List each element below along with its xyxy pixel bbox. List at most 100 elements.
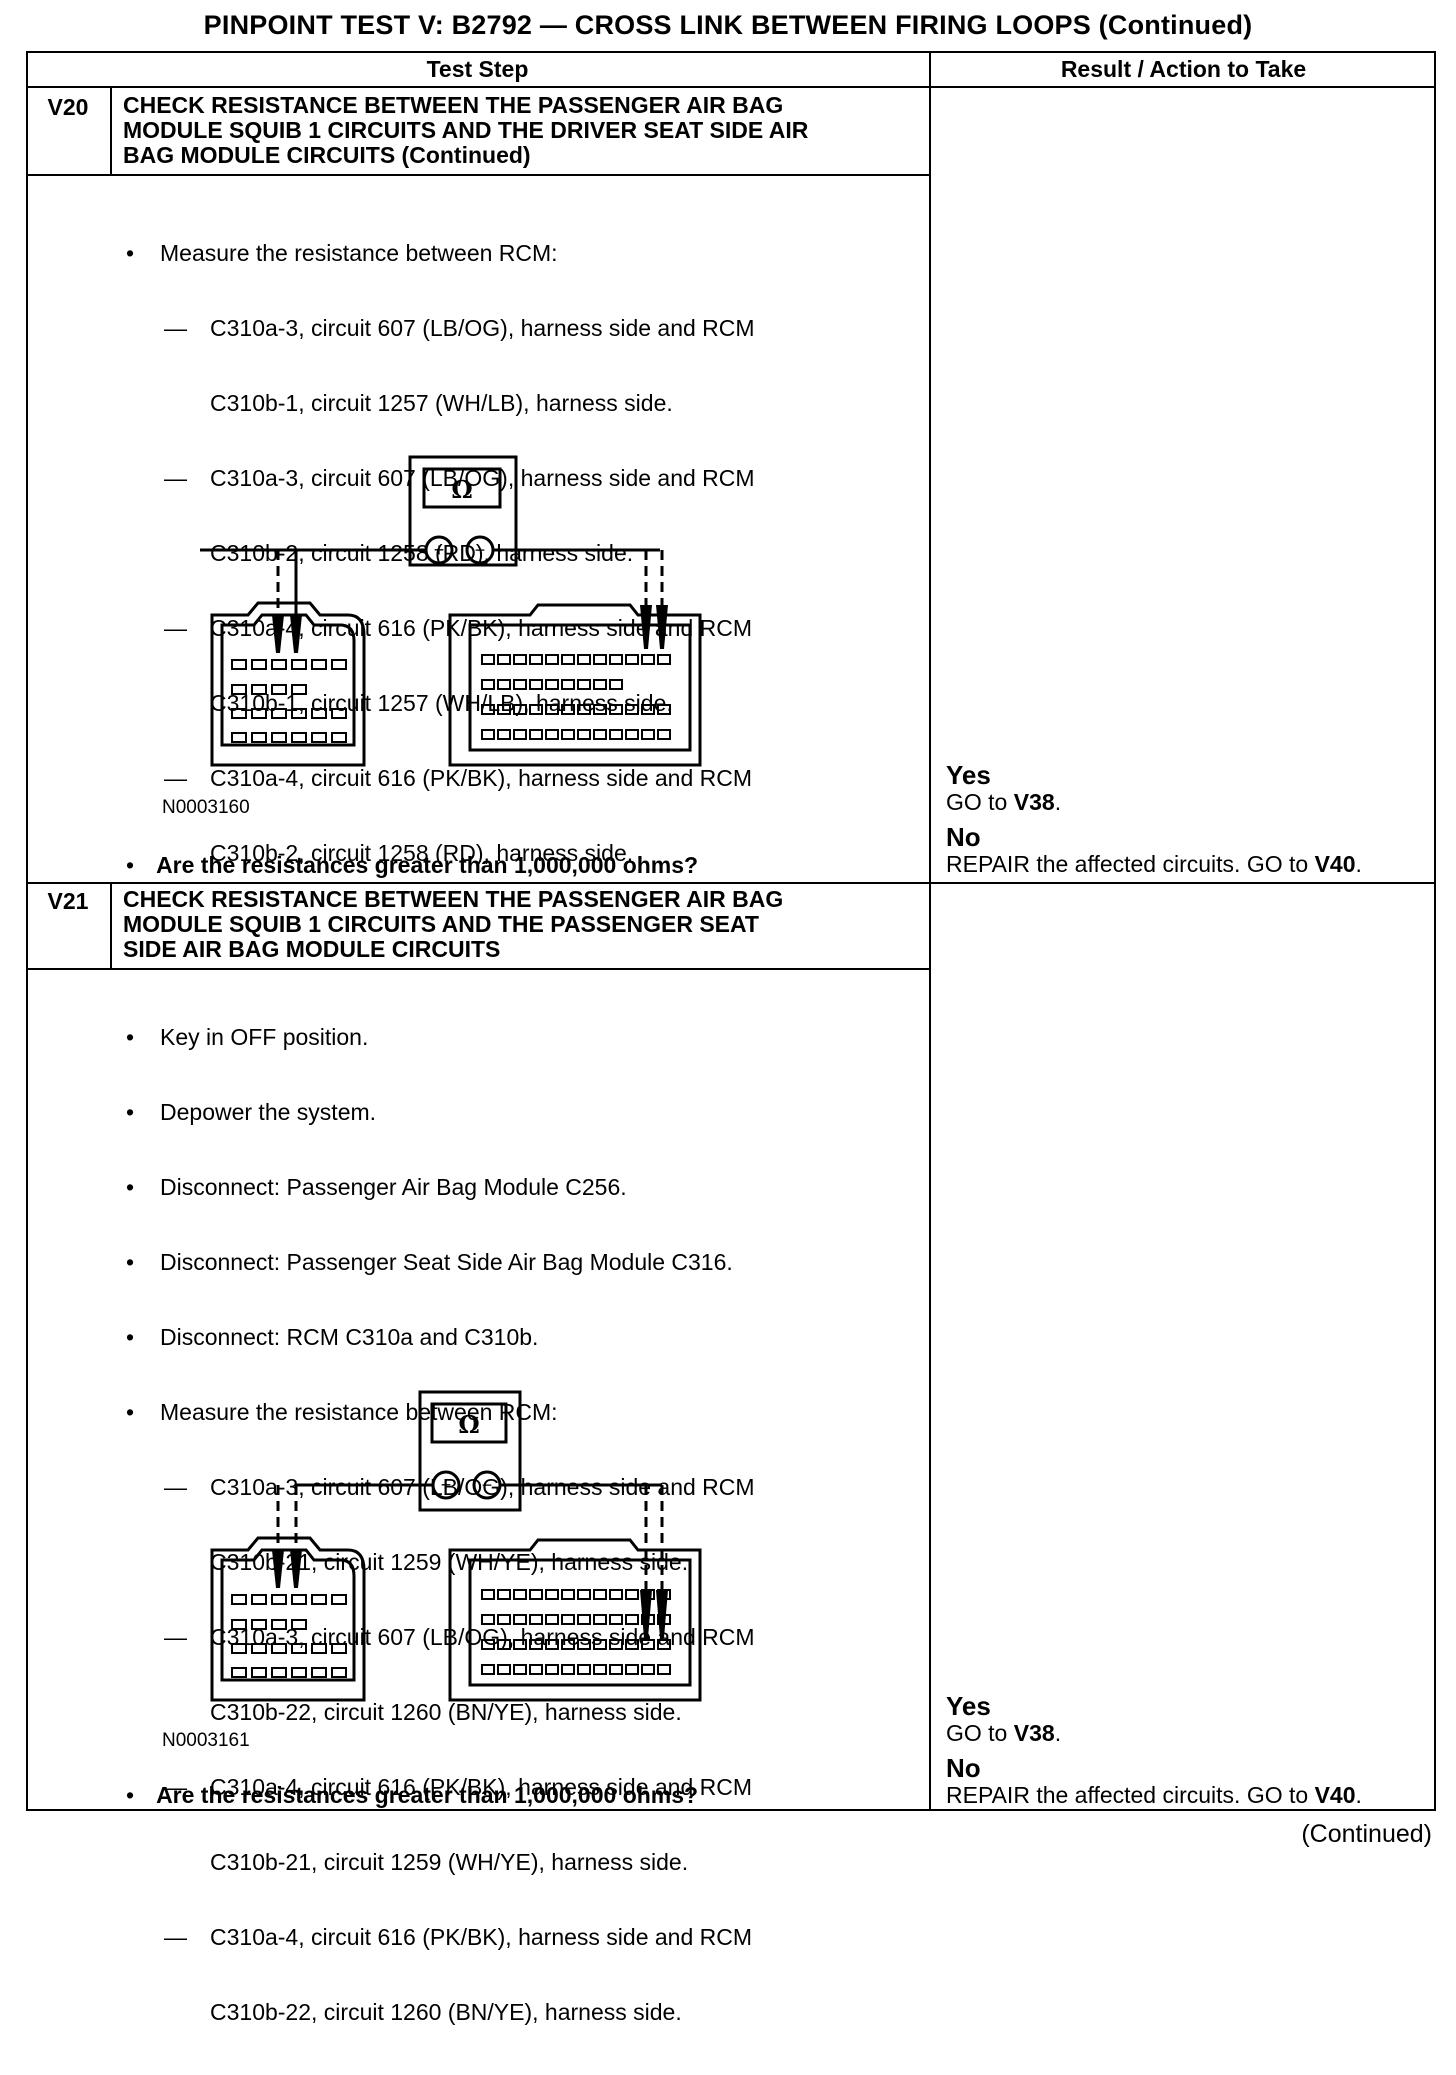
- ohm-symbol: Ω: [451, 475, 472, 504]
- minus-sign: −: [475, 540, 486, 560]
- measurement-item: C310b-21, circuit 1259 (WH/YE), harness …: [126, 1850, 755, 1875]
- no-action: REPAIR the affected circuits. GO to V40.: [946, 851, 1362, 877]
- measurement-line: C310a-4, circuit 616 (PK/BK), harness si…: [210, 1924, 753, 1950]
- dash: —: [164, 1774, 187, 1800]
- question-text: Are the resistances greater than 1,000,0…: [156, 1782, 699, 1808]
- no-action-link[interactable]: V40: [1314, 1782, 1356, 1808]
- no-action-text: REPAIR the affected circuits. GO to: [946, 1782, 1315, 1808]
- header-result: Result / Action to Take: [1060, 56, 1307, 82]
- yes-label: Yes: [946, 760, 991, 790]
- dash: —: [164, 1474, 187, 1500]
- connector-c310b-icon: [481, 1589, 671, 1675]
- step-id-divider: [110, 86, 112, 174]
- connector-c310a-icon: [231, 659, 347, 743]
- header-test-step: Test Step: [426, 56, 529, 82]
- step-heading-line: MODULE SQUIB 1 CIRCUITS AND THE PASSENGE…: [123, 911, 759, 937]
- bullet: •: [126, 1174, 135, 1200]
- step-heading-line: BAG MODULE CIRCUITS (Continued): [123, 142, 531, 168]
- row-divider: [26, 882, 1436, 884]
- measurement-line: C310b-22, circuit 1260 (BN/YE), harness …: [210, 1999, 682, 2025]
- measurement-item: — C310a-3, circuit 607 (LB/OG), harness s…: [126, 1625, 755, 1650]
- bullet: •: [126, 852, 135, 878]
- no-action-suffix: .: [1355, 851, 1362, 877]
- yes-action-suffix: .: [1054, 789, 1062, 815]
- ohmmeter-connector-diagram: Ω + −: [210, 1390, 702, 1702]
- step-question: • Are the resistances greater than 1,000,…: [126, 852, 698, 879]
- list-item: • Disconnect: RCM C310a and C310b.: [126, 1325, 755, 1350]
- dash: —: [164, 1924, 187, 1950]
- no-label: No: [946, 822, 981, 852]
- measurement-line: C310a-4, circuit 616 (PK/BK), harness si…: [210, 1774, 753, 1800]
- step-result: Yes GO to V38. No REPAIR the affected ci…: [946, 1692, 1362, 1808]
- ohmmeter-connector-diagram: Ω + −: [200, 455, 702, 767]
- probe-icon: [272, 1550, 668, 1638]
- bullet: •: [126, 240, 135, 266]
- bullet: •: [126, 1099, 135, 1125]
- ohm-symbol: Ω: [458, 1410, 479, 1439]
- step-id: V20: [47, 94, 89, 120]
- measurement-line: C310a-4, circuit 616 (PK/BK), harness si…: [210, 615, 753, 641]
- dash: —: [164, 615, 187, 641]
- bullet: •: [126, 1399, 135, 1425]
- continued-footer: (Continued): [1301, 1820, 1432, 1848]
- bullet-text: Disconnect: RCM C310a and C310b.: [160, 1324, 539, 1350]
- step-heading-divider: [26, 174, 929, 176]
- probe-icon: [272, 605, 668, 653]
- step-heading: CHECK RESISTANCE BETWEEN THE PASSENGER A…: [123, 887, 943, 962]
- figure-id: N0003161: [162, 1730, 250, 1751]
- measurement-line: C310a-4, circuit 616 (PK/BK), harness si…: [210, 765, 753, 791]
- yes-action-text: GO to: [946, 789, 1014, 815]
- no-action-text: REPAIR the affected circuits. GO to: [946, 851, 1315, 877]
- dash: —: [164, 765, 187, 791]
- measurement-item: C310b-21, circuit 1259 (WH/YE), harness …: [126, 1550, 755, 1575]
- yes-action: GO to V38.: [946, 789, 1362, 815]
- dash: —: [164, 465, 187, 491]
- list-item: •Key in OFF position.: [126, 1025, 755, 1050]
- question-text: Are the resistances greater than 1,000,0…: [156, 852, 699, 878]
- no-action-link[interactable]: V40: [1314, 851, 1356, 877]
- column-divider: [929, 51, 931, 1811]
- yes-action-link[interactable]: V38: [1013, 1720, 1055, 1746]
- measurement-line: C310b-21, circuit 1259 (WH/YE), harness …: [210, 1549, 689, 1575]
- measurement-item: C310b-22, circuit 1260 (BN/YE), harness …: [126, 1700, 755, 1725]
- step-instructions: • Measure the resistance between RCM: — C3…: [126, 191, 755, 916]
- measurement-item: C310b-22, circuit 1260 (BN/YE), harness …: [126, 2000, 755, 2025]
- plus-sign: +: [441, 1475, 452, 1495]
- step-heading: CHECK RESISTANCE BETWEEN THE PASSENGER A…: [123, 93, 943, 168]
- measurement-item: — C310a-4, circuit 616 (PK/BK), harness s…: [126, 1925, 755, 1950]
- list-item: •Depower the system.: [126, 1100, 755, 1125]
- measurement-line: C310b-22, circuit 1260 (BN/YE), harness …: [210, 1699, 682, 1725]
- bullet-text: Disconnect: Passenger Seat Side Air Bag …: [160, 1249, 733, 1275]
- header-divider: [26, 86, 1436, 88]
- bullet: •: [126, 1324, 135, 1350]
- pinpoint-test-table: [26, 51, 1436, 1811]
- measurement-item: — C310a-4, circuit 616 (PK/BK), harness s…: [126, 1775, 755, 1800]
- plus-sign: +: [434, 540, 445, 560]
- no-action-suffix: .: [1355, 1782, 1362, 1808]
- measurement-item: C310b-1, circuit 1257 (WH/LB), harness s…: [126, 391, 755, 416]
- measurement-item: — C310a-4, circuit 616 (PK/BK), harness s…: [126, 766, 755, 791]
- step-heading-line: CHECK RESISTANCE BETWEEN THE PASSENGER A…: [123, 886, 784, 912]
- dash: —: [164, 1624, 187, 1650]
- step-result: Yes GO to V38. No REPAIR the affected ci…: [946, 761, 1362, 877]
- measurement-line: C310a-3, circuit 607 (LB/OG), harness si…: [210, 1624, 755, 1650]
- bullet: •: [126, 1249, 135, 1275]
- bullet-text: Key in OFF position.: [160, 1024, 369, 1050]
- connector-c310b-icon: [481, 654, 671, 740]
- yes-action-link[interactable]: V38: [1013, 789, 1055, 815]
- list-item: • Disconnect: Passenger Air Bag Module C2…: [126, 1175, 755, 1200]
- connector-c310a-icon: [231, 1594, 347, 1678]
- dash: —: [164, 315, 187, 341]
- measurement-item: — C310a-4, circuit 616 (PK/BK), harness s…: [126, 616, 755, 641]
- bullet: •: [126, 1782, 135, 1808]
- page-title: PINPOINT TEST V: B2792 — CROSS LINK BETW…: [203, 10, 1253, 40]
- measurement-line: C310b-2, circuit 1258 (RD), harness side…: [210, 840, 634, 866]
- bullet-text: Disconnect: Passenger Air Bag Module C25…: [160, 1174, 627, 1200]
- ohmmeter-icon: [408, 455, 518, 567]
- step-heading-line: MODULE SQUIB 1 CIRCUITS AND THE DRIVER S…: [123, 117, 809, 143]
- measure-label: Measure the resistance between RCM:: [160, 240, 558, 266]
- measurement-item: — C310a-3, circuit 607 (LB/OG), harness s…: [126, 316, 755, 341]
- measurement-line: C310a-3, circuit 607 (LB/OG), harness si…: [210, 315, 755, 341]
- list-item: • Measure the resistance between RCM:: [126, 241, 755, 266]
- step-id: V21: [47, 888, 89, 914]
